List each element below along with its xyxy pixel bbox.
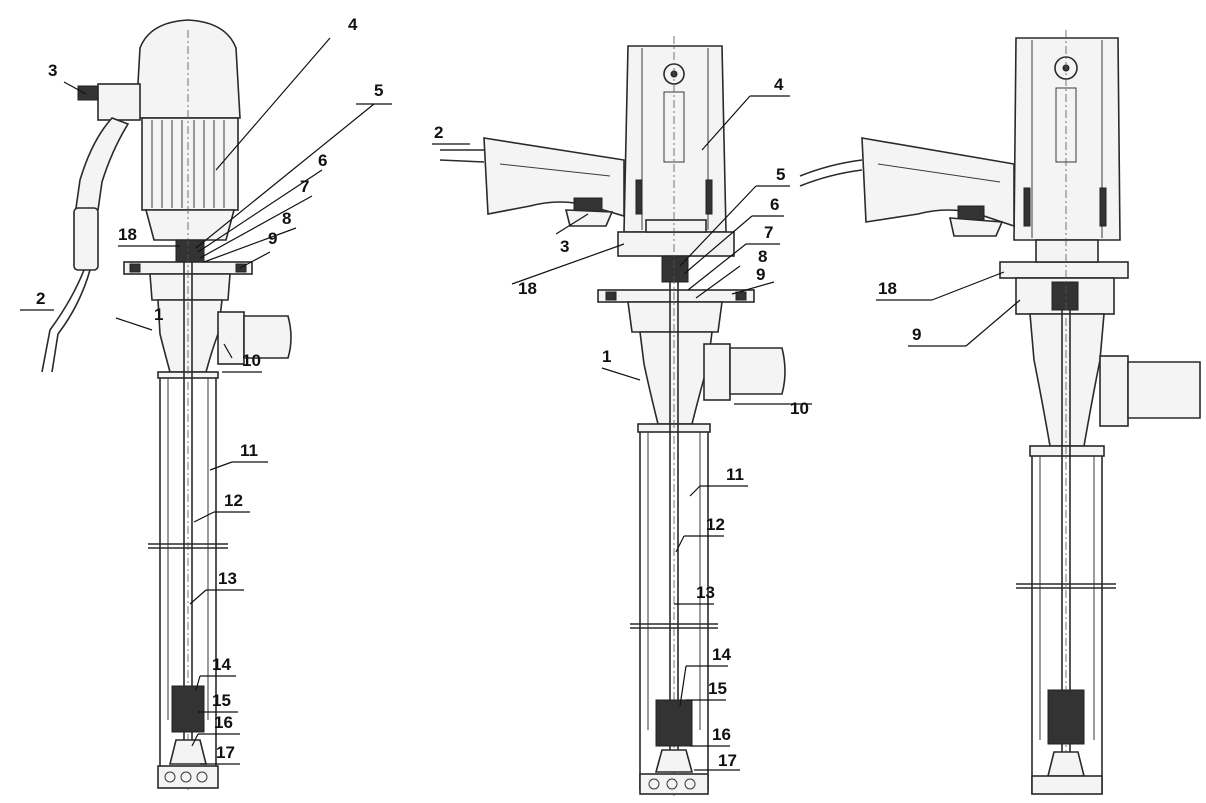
cable-right (799, 159, 863, 177)
label-3-left: 3 (48, 61, 57, 80)
bearing-sleeve-left (171, 685, 205, 733)
outlet-flange-right (1099, 355, 1129, 427)
bearing-housing-middle (627, 301, 723, 333)
label-17-left: 17 (216, 743, 235, 762)
motor-fins-left (151, 120, 225, 208)
label-11-left: 11 (240, 441, 258, 460)
flange-middle (597, 289, 755, 303)
label-2-left: 2 (36, 289, 45, 308)
label-2-middle: 2 (434, 123, 443, 142)
label-4-left: 4 (348, 15, 358, 34)
impeller-left (168, 739, 208, 765)
bearing-housing-left (149, 273, 231, 301)
grip-left (73, 207, 99, 271)
motor-base-left (144, 209, 236, 241)
label-9-right: 9 (912, 325, 921, 344)
handle-right (861, 137, 1015, 228)
inlet-left (157, 765, 219, 789)
label-8-middle: 8 (758, 247, 767, 266)
leaders-right (876, 271, 1021, 347)
inlet-middle (639, 773, 709, 795)
inlet-right (1031, 775, 1103, 795)
bearing-sleeve-middle (655, 699, 693, 747)
label-14-left: 14 (212, 655, 231, 674)
label-5-middle: 5 (776, 165, 785, 184)
outlet-pipe-middle (729, 347, 786, 395)
coupling-middle (661, 255, 689, 283)
label-16-left: 16 (214, 713, 233, 732)
label-9-middle: 9 (756, 265, 765, 284)
label-1-left: 1 (154, 305, 163, 324)
label-10-middle: 10 (790, 399, 809, 418)
label-18-middle: 18 (518, 279, 537, 298)
label-14-middle: 14 (712, 645, 731, 664)
label-7-left: 7 (300, 177, 309, 196)
label-15-middle: 15 (708, 679, 727, 698)
cable-left (41, 269, 85, 373)
label-3-middle: 3 (560, 237, 569, 256)
pump-head-right (1029, 313, 1105, 447)
outlet-pipe-right (1127, 361, 1201, 419)
label-7-middle: 7 (764, 223, 773, 242)
label-12-left: 12 (224, 491, 243, 510)
label-8-left: 8 (282, 209, 291, 228)
switch-left (77, 85, 99, 101)
label-18-right: 18 (878, 279, 897, 298)
label-13-middle: 13 (696, 583, 715, 602)
base-plate-right (999, 261, 1129, 279)
outlet-flange-middle (703, 343, 731, 401)
label-1-middle: 1 (602, 347, 611, 366)
label-9-left: 9 (268, 229, 277, 248)
trigger-right (957, 205, 985, 221)
label-16-middle: 16 (712, 725, 731, 744)
pump-right: 18 9 (799, 30, 1201, 796)
outlet-pipe-left (243, 315, 292, 359)
impeller-right (1046, 751, 1086, 777)
label-18-left: 18 (118, 225, 137, 244)
label-6-left: 6 (318, 151, 327, 170)
coupling-left (175, 239, 205, 265)
handle-middle (483, 137, 625, 218)
pump-left: 1 2 3 4 5 6 7 8 9 10 11 12 13 14 15 16 1… (20, 15, 392, 790)
pump-middle: 1 2 3 4 5 6 7 8 9 10 11 12 13 14 15 16 1… (432, 36, 812, 796)
impeller-middle (654, 749, 694, 773)
label-10-left: 10 (242, 351, 261, 370)
leaders-middle (432, 95, 812, 771)
pump-head-left (157, 299, 223, 373)
label-17-middle: 17 (718, 751, 737, 770)
pump-head-middle (639, 331, 713, 425)
label-5-left: 5 (374, 81, 383, 100)
base-plate-middle (617, 231, 735, 257)
label-11-middle: 11 (726, 465, 744, 484)
label-12-middle: 12 (706, 515, 725, 534)
handle-left (75, 117, 130, 211)
coupling-right (1051, 281, 1079, 311)
label-4-middle: 4 (774, 75, 784, 94)
switch-box-left (97, 83, 141, 121)
leaders-left (20, 37, 392, 765)
label-6-middle: 6 (770, 195, 779, 214)
bearing-sleeve-right (1047, 689, 1085, 745)
label-15-left: 15 (212, 691, 231, 710)
motor-body-left (141, 117, 239, 211)
label-13-left: 13 (218, 569, 237, 588)
